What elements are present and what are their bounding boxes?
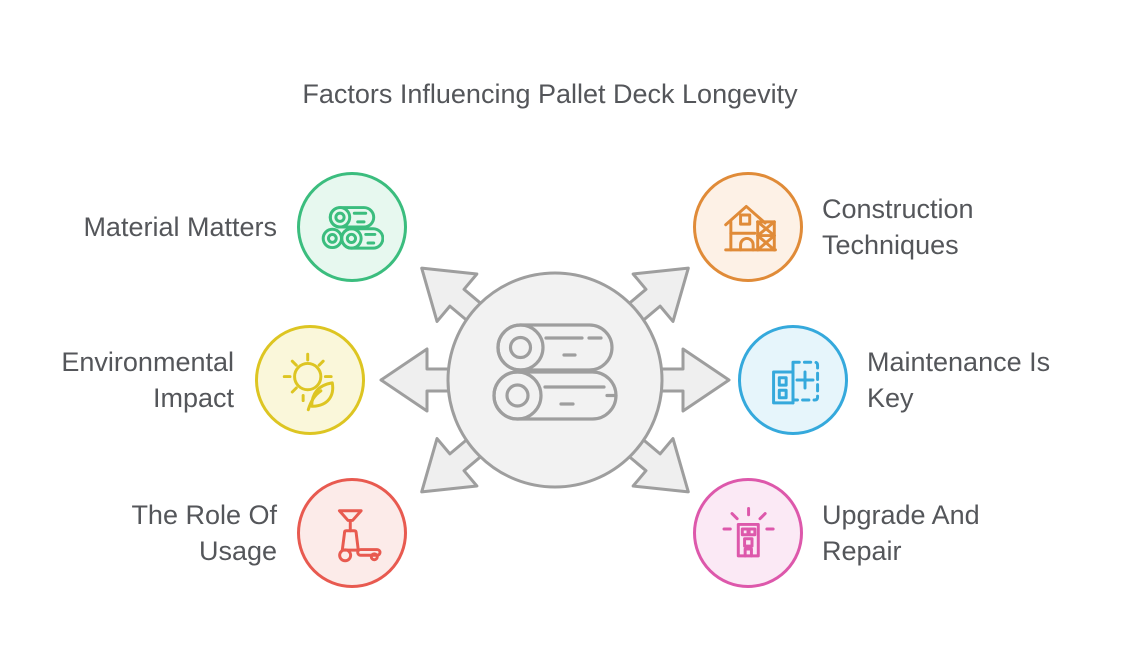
factor-label-material-matters: Material Matters	[83, 212, 277, 242]
logs-icon	[492, 323, 618, 421]
sun-leaf-icon	[282, 352, 335, 412]
factor-node-role-of-usage	[297, 478, 407, 588]
factor-label-construction-techniques: Construction Techniques	[822, 194, 974, 260]
factor-label-the-role-of-usage: The Role Of Usage	[131, 500, 277, 566]
building-rays-icon	[722, 506, 775, 558]
pallet-jack-icon	[337, 509, 382, 563]
factor-label-maintenance-is-key: Maintenance Is Key	[867, 347, 1051, 413]
factor-node-upgrade-and-repair	[693, 478, 803, 588]
factor-node-material-matters	[297, 172, 407, 282]
building-plus-icon	[772, 360, 820, 405]
logs-icon	[321, 206, 384, 250]
factor-label-upgrade-and-repair: Upgrade And Repair	[822, 500, 980, 566]
page-title: Factors Influencing Pallet Deck Longevit…	[302, 79, 798, 109]
house-scaffold-icon	[724, 204, 777, 252]
hub-circle	[446, 271, 664, 489]
factor-node-construction-techniques	[693, 172, 803, 282]
factor-node-maintenance-is-key	[738, 325, 848, 435]
hub-diagram	[379, 248, 731, 518]
factor-label-environmental-impact: Environmental Impact	[61, 347, 234, 413]
factor-node-environmental-impact	[255, 325, 365, 435]
